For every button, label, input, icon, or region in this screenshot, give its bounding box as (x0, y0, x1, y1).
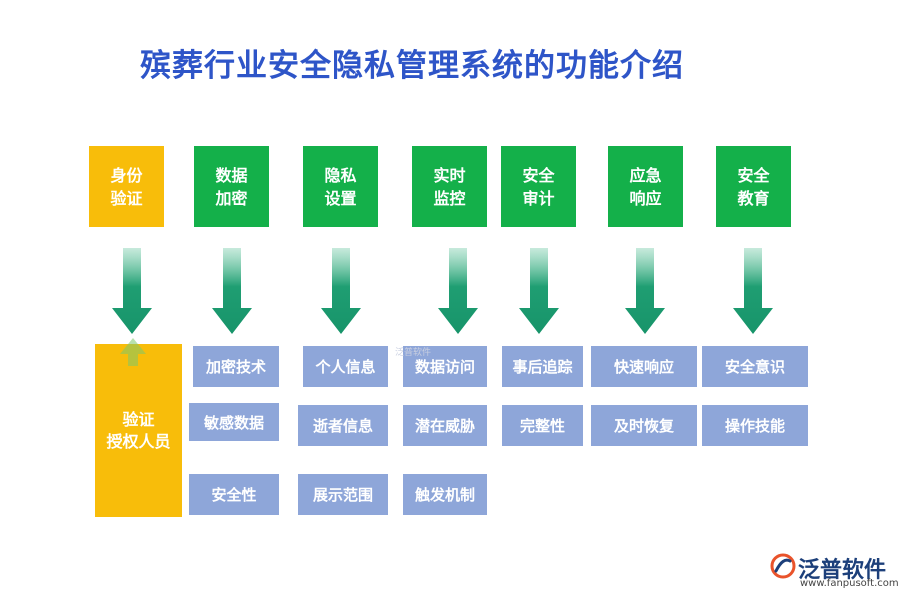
category-label-line2: 加密 (215, 188, 248, 208)
identity-box-line2: 授权人员 (106, 431, 171, 451)
category-label-line1: 应急 (629, 165, 662, 185)
item-encryption-technology: 加密技术 (193, 346, 279, 387)
item-post-tracking: 事后追踪 (502, 346, 583, 387)
watermark: 泛普软件 (395, 348, 432, 358)
category-label-line2: 设置 (324, 188, 357, 208)
item-display-scope: 展示范围 (298, 474, 388, 515)
category-label-line1: 安全 (522, 165, 555, 185)
down-arrow-icon (112, 248, 152, 334)
item-timely-recovery: 及时恢复 (591, 405, 697, 446)
category-label-line1: 安全 (737, 165, 770, 185)
down-arrow-icon (438, 248, 478, 334)
item-deceased-info: 逝者信息 (298, 405, 388, 446)
page-title: 殡葬行业安全隐私管理系统的功能介绍 (140, 48, 684, 84)
up-arrow-icon (120, 338, 146, 366)
logo-url: www.fanpusoft.com (800, 578, 899, 589)
category-emergency-response: 应急响应 (608, 146, 683, 227)
down-arrow-icon (625, 248, 665, 334)
item-sensitive-data: 敏感数据 (189, 403, 279, 441)
category-label-line1: 实时 (433, 165, 466, 185)
item-data-access: 数据访问 (403, 346, 487, 387)
category-label-line2: 验证 (110, 188, 143, 208)
category-label-line2: 教育 (737, 188, 770, 208)
category-realtime-monitoring: 实时监控 (412, 146, 487, 227)
category-label-line1: 隐私 (324, 165, 357, 185)
fanpu-logo-icon (770, 553, 796, 579)
category-label-line2: 监控 (433, 188, 466, 208)
item-security: 安全性 (189, 474, 279, 515)
item-personal-info: 个人信息 (303, 346, 388, 387)
category-privacy-settings: 隐私设置 (303, 146, 378, 227)
category-security-education: 安全教育 (716, 146, 791, 227)
category-identity-verification: 身份验证 (89, 146, 164, 227)
category-label-line1: 数据 (215, 165, 248, 185)
down-arrow-icon (321, 248, 361, 334)
item-quick-response: 快速响应 (591, 346, 697, 387)
category-data-encryption: 数据加密 (194, 146, 269, 227)
down-arrow-icon (519, 248, 559, 334)
item-integrity: 完整性 (502, 405, 583, 446)
identity-box-line1: 验证 (122, 409, 155, 429)
logo-name: 泛普软件 (798, 558, 887, 583)
identity-authorized-personnel-box: 验证 授权人员 (95, 344, 182, 517)
category-label-line2: 响应 (629, 188, 662, 208)
category-security-audit: 安全审计 (501, 146, 576, 227)
category-label-line2: 审计 (522, 188, 555, 208)
item-trigger-mechanism: 触发机制 (403, 474, 487, 515)
item-operation-skills: 操作技能 (702, 405, 808, 446)
item-potential-threat: 潜在威胁 (403, 405, 487, 446)
item-security-awareness: 安全意识 (702, 346, 808, 387)
category-label-line1: 身份 (110, 165, 143, 185)
brand-logo: 泛普软件 www.fanpusoft.com (770, 550, 899, 596)
down-arrow-icon (733, 248, 773, 334)
down-arrow-icon (212, 248, 252, 334)
